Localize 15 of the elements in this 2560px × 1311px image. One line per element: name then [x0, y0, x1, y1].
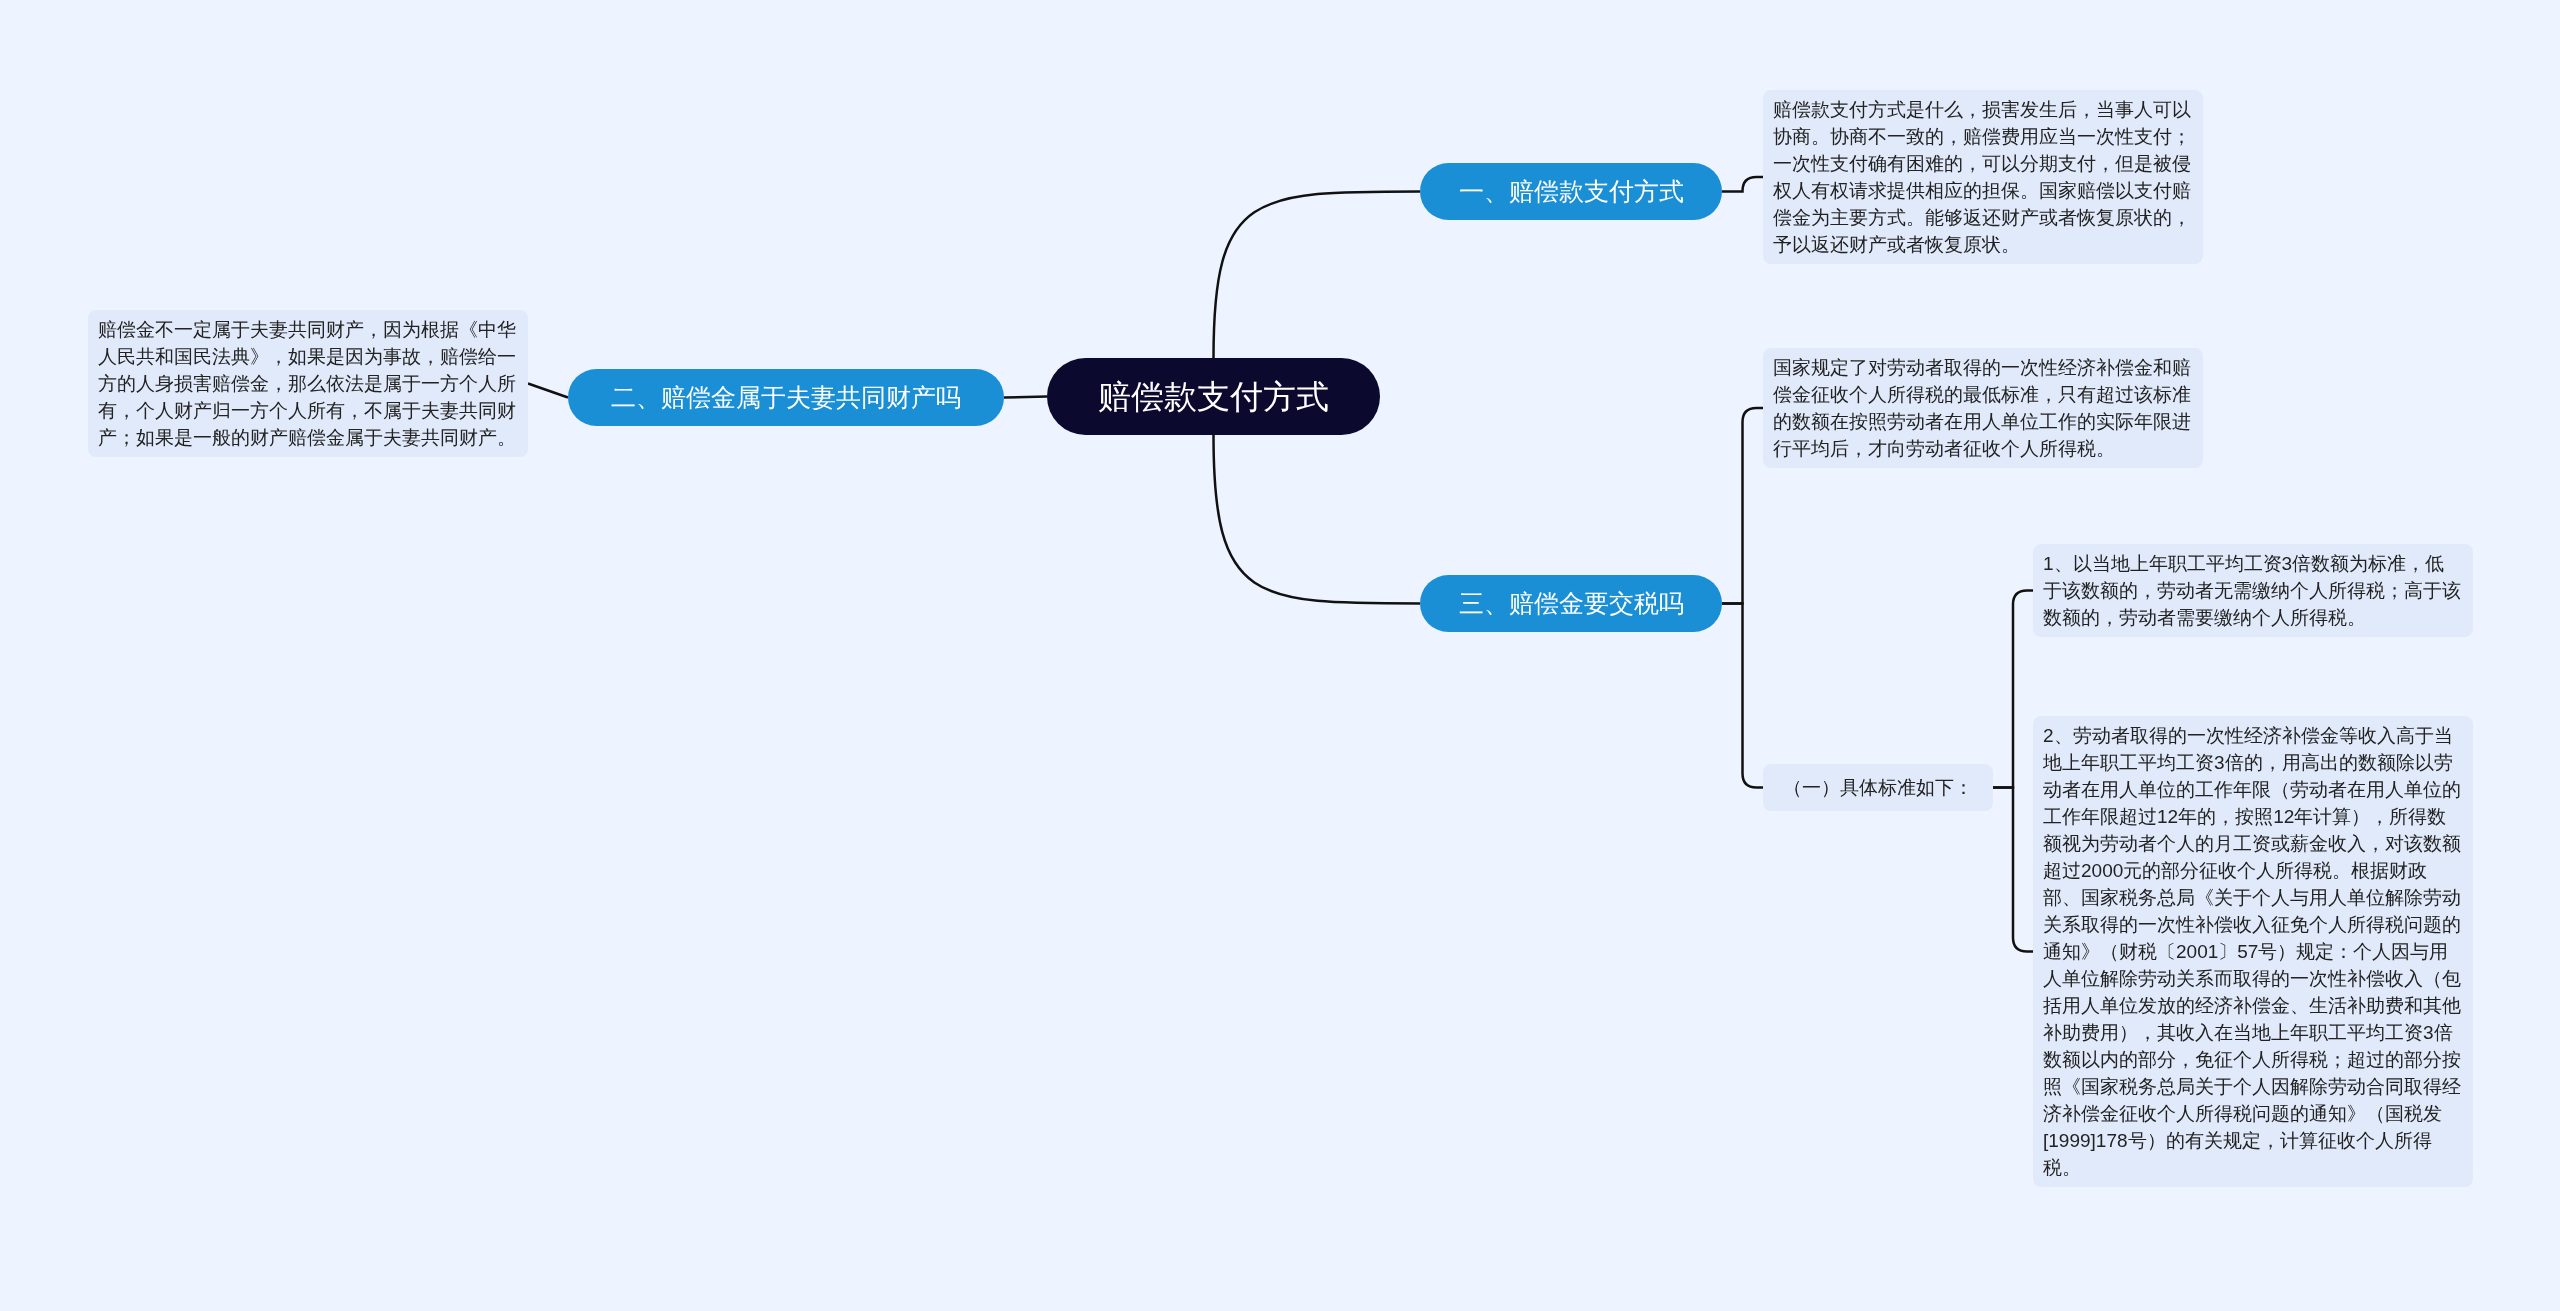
- topic-pill: 三、赔偿金要交税吗: [1420, 575, 1722, 633]
- note-card: 国家规定了对劳动者取得的一次性经济补偿金和赔偿金征收个人所得税的最低标准，只有超过该标准的数额在按照劳动者在用人单位工作的实际年限进行平均后，才向劳动者征收个人所得税。: [1763, 348, 2203, 468]
- connector-line: [1722, 175, 1763, 193]
- connector-line: [1212, 190, 1420, 359]
- topic-pill: 一、赔偿款支付方式: [1420, 163, 1722, 221]
- connector-line: [527, 382, 569, 399]
- note-card: 2、劳动者取得的一次性经济补偿金等收入高于当地上年职工平均工资3倍的，用高出的数额除以劳动者在用人单位的工作年限（劳动者在用人单位的工作年限超过12年的，按照12年计算），所得数额视为劳动者个人的月工资或薪金收入，对该数额超过2000元的部分征收个人所得税。根据财政部、国家税务总局《关于个人与用人单位解除劳动关系取得的一次性补偿收入征免个人所得税问题的通知》（财税〔2001〕57号）规定：个人因与用人单位解除劳动关系而取得的一次性补偿收入（包括用人单位发放的经济补偿金、生活补助费和其他补助费用），其收入在当地上年职工平均工资3倍数额以内的部分，免征个人所得税；超过的部分按照《国家税务总局关于个人因解除劳动合同取得经济补偿金征收个人所得税问题的通知》（国税发[1999]178号）的有关规定，计算征收个人所得税。: [2033, 716, 2473, 1187]
- note-card: 赔偿款支付方式是什么，损害发生后，当事人可以协商。协商不一致的，赔偿费用应当一次性支付；一次性支付确有困难的，可以分期支付，但是被侵权人有权请求提供相应的担保。国家赔偿以支付赔偿金为主要方式。能够返还财产或者恢复原状的，予以返还财产或者恢复原状。: [1763, 90, 2203, 264]
- central-topic: 赔偿款支付方式: [1047, 358, 1380, 436]
- connector-line: [1003, 395, 1048, 399]
- subtopic-card: （一）具体标准如下：: [1763, 764, 1993, 811]
- note-card: 1、以当地上年职工平均工资3倍数额为标准，低于该数额的，劳动者无需缴纳个人所得税；高于该数额的，劳动者需要缴纳个人所得税。: [2033, 544, 2473, 637]
- topic-pill: 二、赔偿金属于夫妻共同财产吗: [568, 369, 1004, 427]
- connector-line: [1212, 434, 1420, 605]
- note-card: 赔偿金不一定属于夫妻共同财产，因为根据《中华人民共和国民法典》，如果是因为事故，赔偿给一方的人身损害赔偿金，那么依法是属于一方个人所有，个人财产归一方个人所有，不属于夫妻共同财产；如果是一般的财产赔偿金属于夫妻共同财产。: [88, 310, 528, 457]
